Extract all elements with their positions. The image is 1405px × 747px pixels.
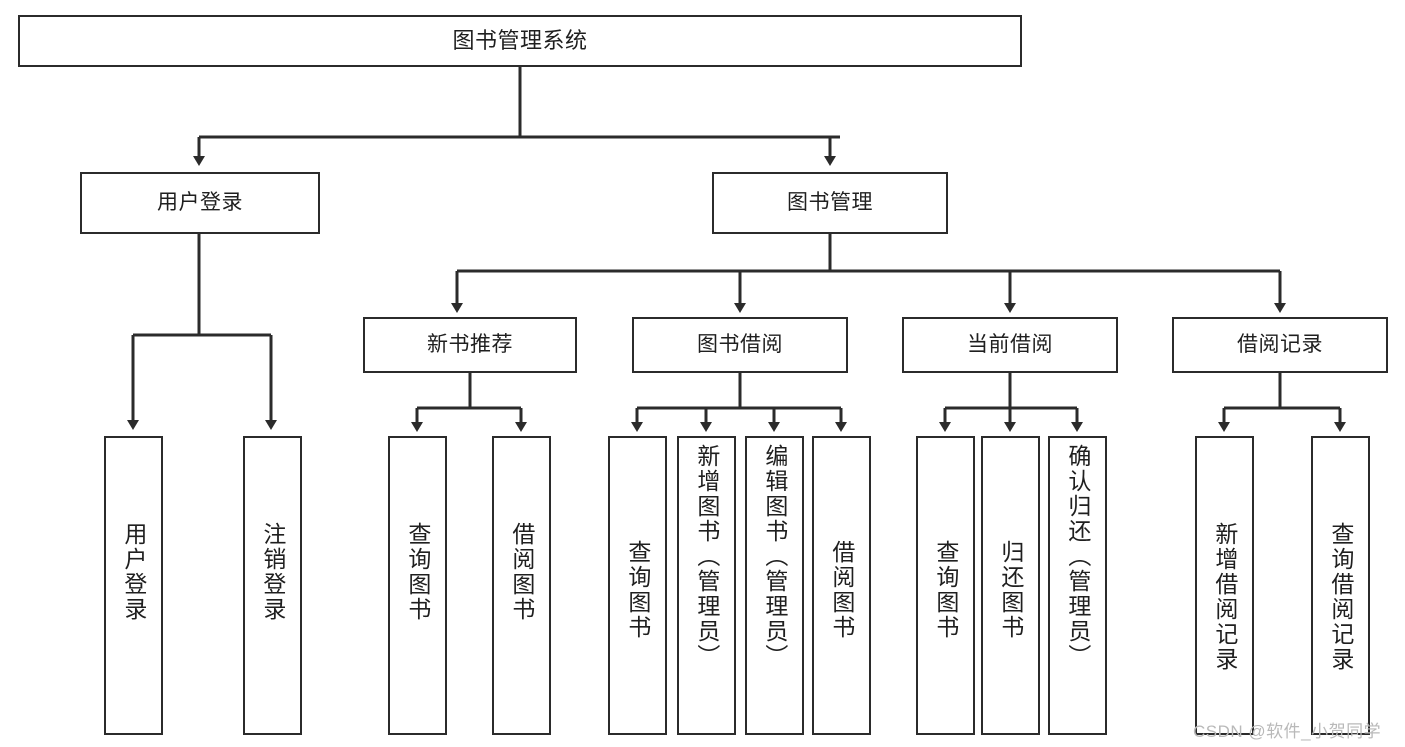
node-borrow-record[interactable]: 借阅记录 xyxy=(1172,317,1388,373)
node-label: 当前借阅 xyxy=(967,333,1053,357)
leaf-query-book-borrow[interactable]: 查询图书 xyxy=(608,436,667,735)
node-book-management[interactable]: 图书管理 xyxy=(712,172,948,234)
node-label: 确认归还（管理员） xyxy=(1064,444,1091,669)
node-label: 用户登录 xyxy=(157,191,243,215)
node-label: 查询图书 xyxy=(624,540,651,640)
node-label: 新增图书（管理员） xyxy=(693,444,720,669)
node-current-borrow[interactable]: 当前借阅 xyxy=(902,317,1118,373)
node-label: 图书管理 xyxy=(787,191,873,215)
leaf-edit-book-admin[interactable]: 编辑图书（管理员） xyxy=(745,436,804,735)
leaf-borrow-book-recommend[interactable]: 借阅图书 xyxy=(492,436,551,735)
node-label: 图书管理系统 xyxy=(452,27,588,53)
node-label: 借阅记录 xyxy=(1237,333,1323,357)
leaf-logout-login[interactable]: 注销登录 xyxy=(243,436,302,735)
leaf-add-borrow-record[interactable]: 新增借阅记录 xyxy=(1195,436,1254,735)
node-label: 图书借阅 xyxy=(697,333,783,357)
node-label: 查询图书 xyxy=(932,540,959,640)
csdn-watermark: CSDN @软件_小贺同学 xyxy=(1193,722,1382,741)
node-label: 新增借阅记录 xyxy=(1211,522,1238,672)
node-book-management-system[interactable]: 图书管理系统 xyxy=(18,15,1022,67)
node-label: 查询图书 xyxy=(404,522,431,622)
node-user-login[interactable]: 用户登录 xyxy=(80,172,320,234)
node-label: 新书推荐 xyxy=(427,333,513,357)
leaf-add-book-admin[interactable]: 新增图书（管理员） xyxy=(677,436,736,735)
leaf-query-borrow-record[interactable]: 查询借阅记录 xyxy=(1311,436,1370,735)
node-label: 用户登录 xyxy=(120,522,147,622)
leaf-query-book-recommend[interactable]: 查询图书 xyxy=(388,436,447,735)
leaf-borrow-book[interactable]: 借阅图书 xyxy=(812,436,871,735)
leaf-return-book[interactable]: 归还图书 xyxy=(981,436,1040,735)
node-book-borrow[interactable]: 图书借阅 xyxy=(632,317,848,373)
leaf-confirm-return-admin[interactable]: 确认归还（管理员） xyxy=(1048,436,1107,735)
leaf-user-login[interactable]: 用户登录 xyxy=(104,436,163,735)
node-label: 编辑图书（管理员） xyxy=(761,444,788,669)
node-label: 注销登录 xyxy=(259,522,286,622)
leaf-query-book-current[interactable]: 查询图书 xyxy=(916,436,975,735)
node-label: 归还图书 xyxy=(997,540,1024,640)
node-label: 借阅图书 xyxy=(508,522,535,622)
node-label: 借阅图书 xyxy=(828,540,855,640)
node-new-book-recommend[interactable]: 新书推荐 xyxy=(363,317,577,373)
node-label: 查询借阅记录 xyxy=(1327,522,1354,672)
